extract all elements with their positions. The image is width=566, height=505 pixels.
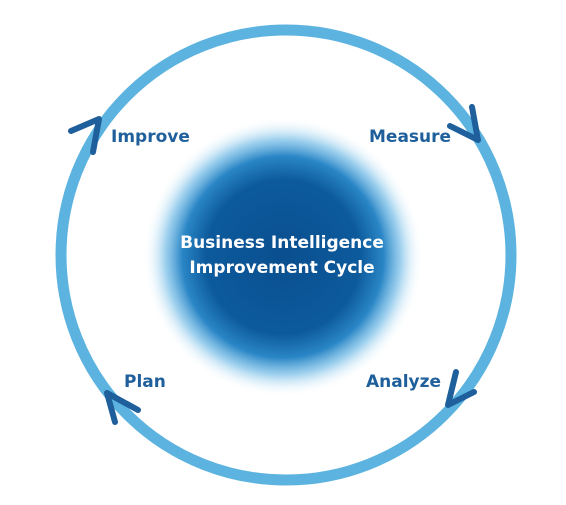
arrow-improve-icon: [68, 116, 102, 155]
arrow-plan-icon: [104, 390, 141, 425]
center-title-line1: Business Intelligence: [180, 233, 384, 253]
step-label-measure: Measure: [369, 127, 451, 147]
step-label-plan: Plan: [124, 372, 166, 392]
center-sphere: [143, 117, 423, 397]
arrow-analyze-icon: [445, 369, 477, 408]
center-title-line2: Improvement Cycle: [189, 258, 374, 278]
arrow-measure-icon: [447, 104, 481, 143]
cycle-ring: [55, 24, 517, 486]
step-label-improve: Improve: [111, 127, 190, 147]
step-label-analyze: Analyze: [366, 372, 441, 392]
